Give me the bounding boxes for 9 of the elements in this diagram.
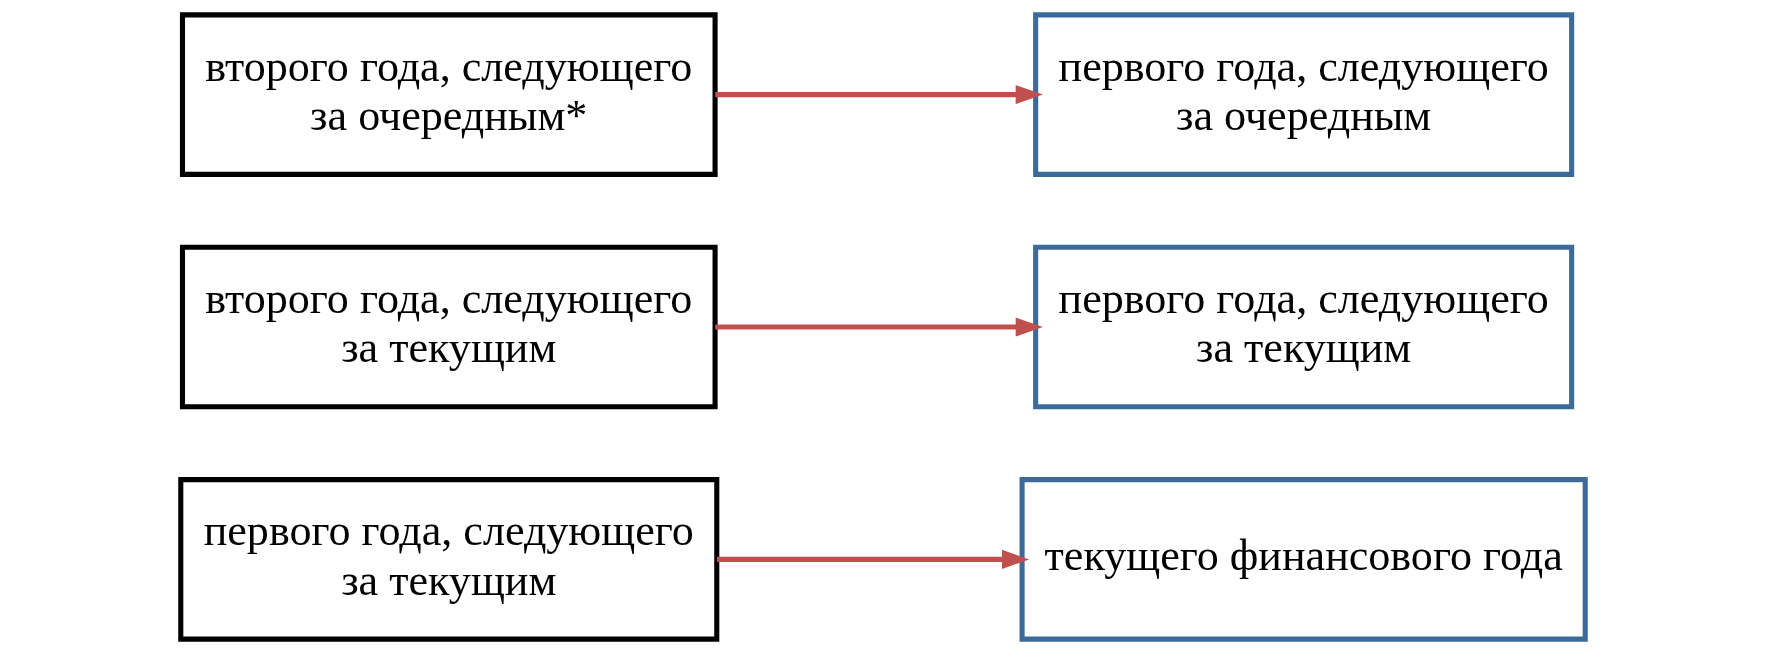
arrow (715, 85, 1043, 105)
node-box: первого года, следующего за текущим (178, 477, 720, 642)
node-box: текущего финансового года (1019, 477, 1588, 642)
arrow (716, 549, 1030, 569)
node-box: первого года, следующего за очередным (1033, 12, 1575, 177)
node-box: второго года, следующего за очередным* (179, 12, 718, 177)
arrow (715, 317, 1043, 337)
node-box: первого года, следующего за текущим (1033, 244, 1575, 410)
node-box: второго года, следующего за текущим (179, 244, 718, 410)
